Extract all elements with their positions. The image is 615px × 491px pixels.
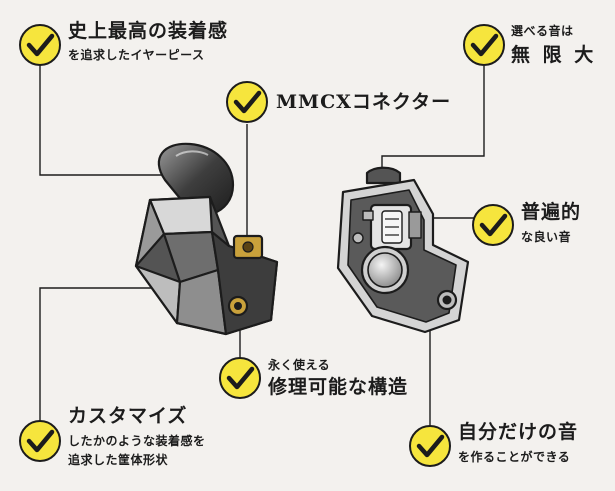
own-sound-subtitle: を作ることができる bbox=[458, 450, 571, 464]
nozzle bbox=[365, 166, 402, 185]
check-icon bbox=[463, 24, 505, 66]
side-tab bbox=[408, 211, 422, 239]
ear-tip bbox=[157, 142, 235, 216]
right-earphone bbox=[336, 166, 470, 334]
mmcx-socket-hole bbox=[242, 241, 254, 253]
sound-subtitle: 選べる音は bbox=[511, 24, 574, 38]
universal-subtitle: な良い音 bbox=[521, 230, 572, 244]
own-sound-title: 自分だけの音 bbox=[458, 421, 579, 443]
leader-fit bbox=[39, 63, 170, 176]
check-icon bbox=[472, 204, 514, 246]
small-component bbox=[362, 210, 374, 221]
durable-title: 修理可能な構造 bbox=[268, 376, 409, 398]
check-icon bbox=[219, 357, 261, 399]
cable-port-hole bbox=[442, 295, 452, 305]
custom-line1: したかのような装着感を bbox=[68, 434, 206, 448]
fit-title: 史上最高の装着感 bbox=[68, 20, 229, 42]
fit-subtitle: を追求したイヤーピース bbox=[68, 48, 205, 62]
leader-sound bbox=[381, 66, 485, 170]
facet-left bbox=[134, 198, 166, 268]
durable-subtitle: 永く使える bbox=[268, 358, 331, 372]
custom-title: カスタマイズ bbox=[68, 405, 188, 427]
ear-tip-highlight bbox=[175, 150, 209, 157]
leader-custom bbox=[39, 287, 152, 432]
small-screw bbox=[352, 232, 364, 244]
check-icon bbox=[409, 425, 451, 467]
custom-line2: 追求した筐体形状 bbox=[68, 453, 169, 467]
tuning-knob bbox=[367, 252, 403, 288]
universal-title: 普遍的 bbox=[521, 201, 582, 223]
check-icon bbox=[19, 420, 61, 462]
sound-title: 無 限 大 bbox=[511, 44, 597, 66]
check-icon bbox=[226, 81, 268, 123]
vent-port-hole bbox=[234, 302, 242, 310]
connector-title: MMCXコネクター bbox=[276, 91, 452, 113]
left-earphone bbox=[134, 142, 279, 336]
check-icon bbox=[19, 24, 61, 66]
